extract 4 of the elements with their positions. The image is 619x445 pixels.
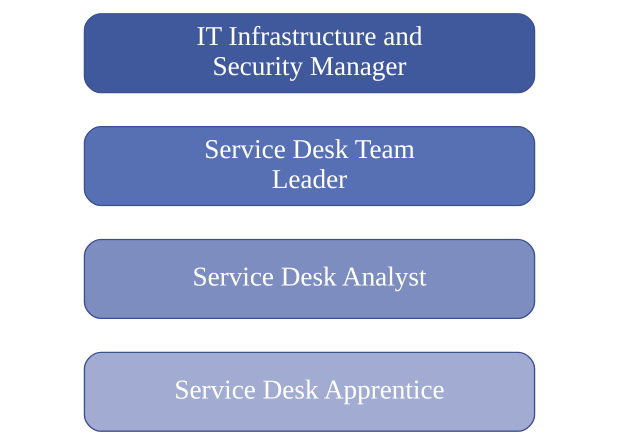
node-box: IT Infrastructure and Security Manager: [84, 13, 536, 94]
node-box: Service Desk Analyst: [84, 238, 536, 320]
node-box: Service Desk Team Leader: [84, 126, 536, 206]
node-box: Service Desk Apprentice: [84, 352, 536, 432]
